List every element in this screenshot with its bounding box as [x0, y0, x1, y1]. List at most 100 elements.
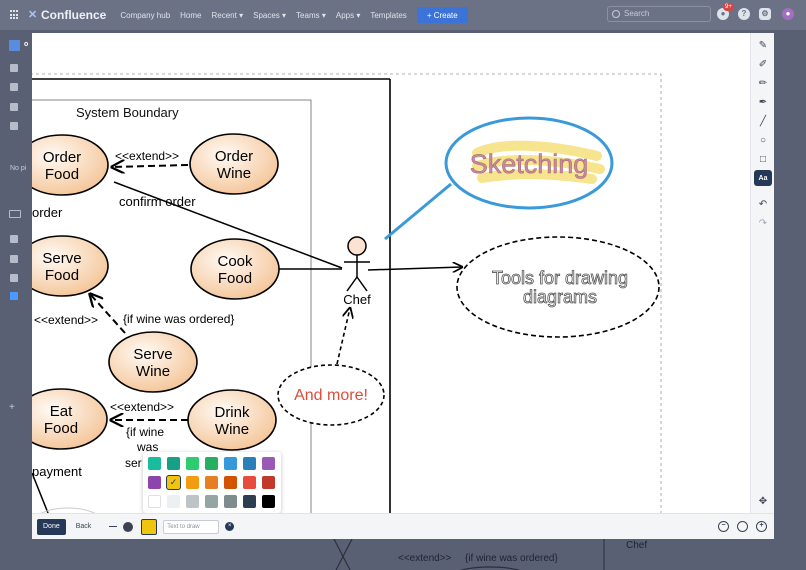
color-swatch[interactable]	[243, 495, 256, 508]
color-swatch[interactable]	[262, 457, 275, 470]
nav-teams[interactable]: Teams ▾	[296, 11, 326, 20]
usecase-eat-food[interactable]	[32, 388, 108, 450]
usecase-eat-food-line2: Food	[44, 420, 78, 437]
app-switcher-icon[interactable]	[10, 10, 20, 20]
background-page-fragment: <<extend>> {if wine was ordered} Chef	[333, 539, 647, 570]
nav-apps-label: Apps	[335, 10, 355, 20]
color-swatch[interactable]	[224, 457, 237, 470]
color-swatch[interactable]	[148, 457, 161, 470]
usecase-serve-wine[interactable]	[108, 331, 198, 393]
confluence-logo-icon: ✕	[28, 9, 38, 21]
rectangle-tool-icon[interactable]: □	[759, 153, 767, 165]
nav-home[interactable]: Home	[180, 10, 202, 20]
nav-spaces[interactable]: Spaces ▾	[253, 11, 286, 20]
usecase-order-food-line1: Order	[43, 149, 81, 166]
usecase-drink-wine-line2: Wine	[215, 421, 249, 438]
color-swatch[interactable]	[243, 476, 256, 489]
drawing-canvas[interactable]: System Boundary Order Food Order Wine <<…	[32, 33, 750, 513]
confirm-order-label: confirm order	[119, 194, 196, 209]
create-button[interactable]: + Create	[416, 7, 468, 23]
undo-icon[interactable]: ↶	[758, 198, 768, 210]
chef-actor[interactable]	[344, 236, 370, 292]
color-swatch[interactable]	[167, 457, 180, 470]
zoom-reset-icon[interactable]	[737, 521, 748, 532]
color-swatch[interactable]	[262, 495, 275, 508]
sidebar-icon[interactable]	[10, 235, 18, 243]
editor-bottom-bar: Done Back Text to draw × − +	[32, 513, 774, 539]
confluence-logo[interactable]: ✕ Confluence	[28, 8, 106, 22]
marker-tool-icon[interactable]: ✒	[758, 96, 768, 108]
nav-apps[interactable]: Apps ▾	[336, 11, 360, 20]
sidebar-icon[interactable]	[10, 292, 18, 300]
color-swatch[interactable]	[262, 476, 275, 489]
color-swatch[interactable]	[205, 457, 218, 470]
clear-text-icon[interactable]: ×	[225, 522, 235, 531]
sidebar-icon[interactable]	[10, 83, 18, 91]
color-swatch[interactable]	[148, 476, 161, 489]
color-swatch[interactable]	[205, 476, 218, 489]
nav-templates[interactable]: Templates	[370, 10, 407, 20]
avatar[interactable]: ●	[782, 8, 794, 20]
space-icon[interactable]	[9, 40, 20, 51]
redo-icon[interactable]: ↷	[758, 217, 768, 229]
sidebar-icon[interactable]	[10, 274, 18, 282]
and-more-ellipse[interactable]	[277, 364, 385, 426]
chevron-down-icon: ▾	[239, 10, 244, 20]
color-swatch[interactable]	[205, 495, 218, 508]
color-swatch[interactable]	[186, 495, 199, 508]
notifications-icon[interactable]: ●	[717, 8, 729, 20]
nav-recent[interactable]: Recent ▾	[212, 11, 244, 20]
text-to-draw-input[interactable]: Text to draw	[163, 519, 220, 534]
background-ellipse	[459, 566, 521, 570]
add-icon[interactable]: +	[9, 402, 15, 413]
color-swatch[interactable]	[167, 495, 180, 508]
stroke-thick-icon[interactable]	[123, 521, 134, 532]
chef-to-tools-arrow	[367, 267, 462, 270]
color-swatch[interactable]	[224, 476, 237, 489]
background-line	[335, 539, 353, 570]
usecase-order-wine[interactable]	[189, 133, 279, 195]
search-input[interactable]: Search	[607, 6, 711, 22]
usecase-serve-food[interactable]	[32, 235, 109, 297]
usecase-cook-food-line1: Cook	[217, 253, 253, 270]
condition-label-low-1: {if wine	[126, 425, 164, 439]
zoom-out-icon[interactable]: −	[718, 521, 729, 532]
nav-company-hub[interactable]: Company hub	[120, 10, 171, 20]
sidebar-icon[interactable]	[10, 103, 18, 111]
pen-tool-icon[interactable]: ✎	[758, 39, 768, 51]
sidebar-icon[interactable]	[10, 64, 18, 72]
text-to-draw-placeholder: Text to draw	[167, 523, 200, 530]
nav-teams-label: Teams	[296, 10, 320, 20]
extend-label-top: <<extend>>	[115, 149, 179, 163]
sidebar-icon[interactable]	[10, 255, 18, 263]
usecase-serve-food-line1: Serve	[42, 250, 81, 267]
pan-move-icon[interactable]: ✥	[758, 495, 768, 507]
ellipse-tool-icon[interactable]: ○	[759, 134, 767, 146]
condition-label-mid: {if wine was ordered}	[123, 312, 234, 326]
line-tool-icon[interactable]: ╱	[759, 115, 767, 127]
usecase-order-food[interactable]	[32, 134, 109, 196]
color-swatch[interactable]	[243, 457, 256, 470]
sidebar-search-icon[interactable]	[9, 210, 21, 218]
back-button[interactable]: Back	[75, 522, 92, 530]
text-tool-icon[interactable]: Aa	[754, 170, 772, 186]
color-swatch[interactable]	[186, 457, 199, 470]
brush-tool-icon[interactable]: ✐	[758, 58, 768, 70]
sidebar-icon[interactable]	[10, 122, 18, 130]
color-picker-button[interactable]	[141, 518, 158, 535]
help-icon[interactable]: ?	[738, 8, 750, 20]
drawing-tools-bar: ✎ ✐ ✏ ✒ ╱ ○ □ Aa ↶ ↷ ✥	[750, 33, 774, 513]
color-swatch[interactable]	[186, 476, 199, 489]
pencil-tool-icon[interactable]: ✏	[758, 77, 768, 89]
zoom-in-icon[interactable]: +	[756, 521, 767, 532]
tools-ellipse[interactable]	[456, 236, 660, 338]
chevron-down-icon: ▾	[321, 10, 326, 20]
color-swatch[interactable]	[224, 495, 237, 508]
color-swatch[interactable]: ✓	[167, 476, 180, 489]
color-swatch[interactable]	[148, 495, 161, 508]
and-more-arrow	[336, 308, 350, 365]
extend-label-low: <<extend>>	[110, 400, 174, 414]
stroke-thin-icon[interactable]	[109, 526, 118, 527]
done-button[interactable]: Done	[37, 518, 66, 535]
settings-icon[interactable]: ⚙	[759, 8, 771, 20]
